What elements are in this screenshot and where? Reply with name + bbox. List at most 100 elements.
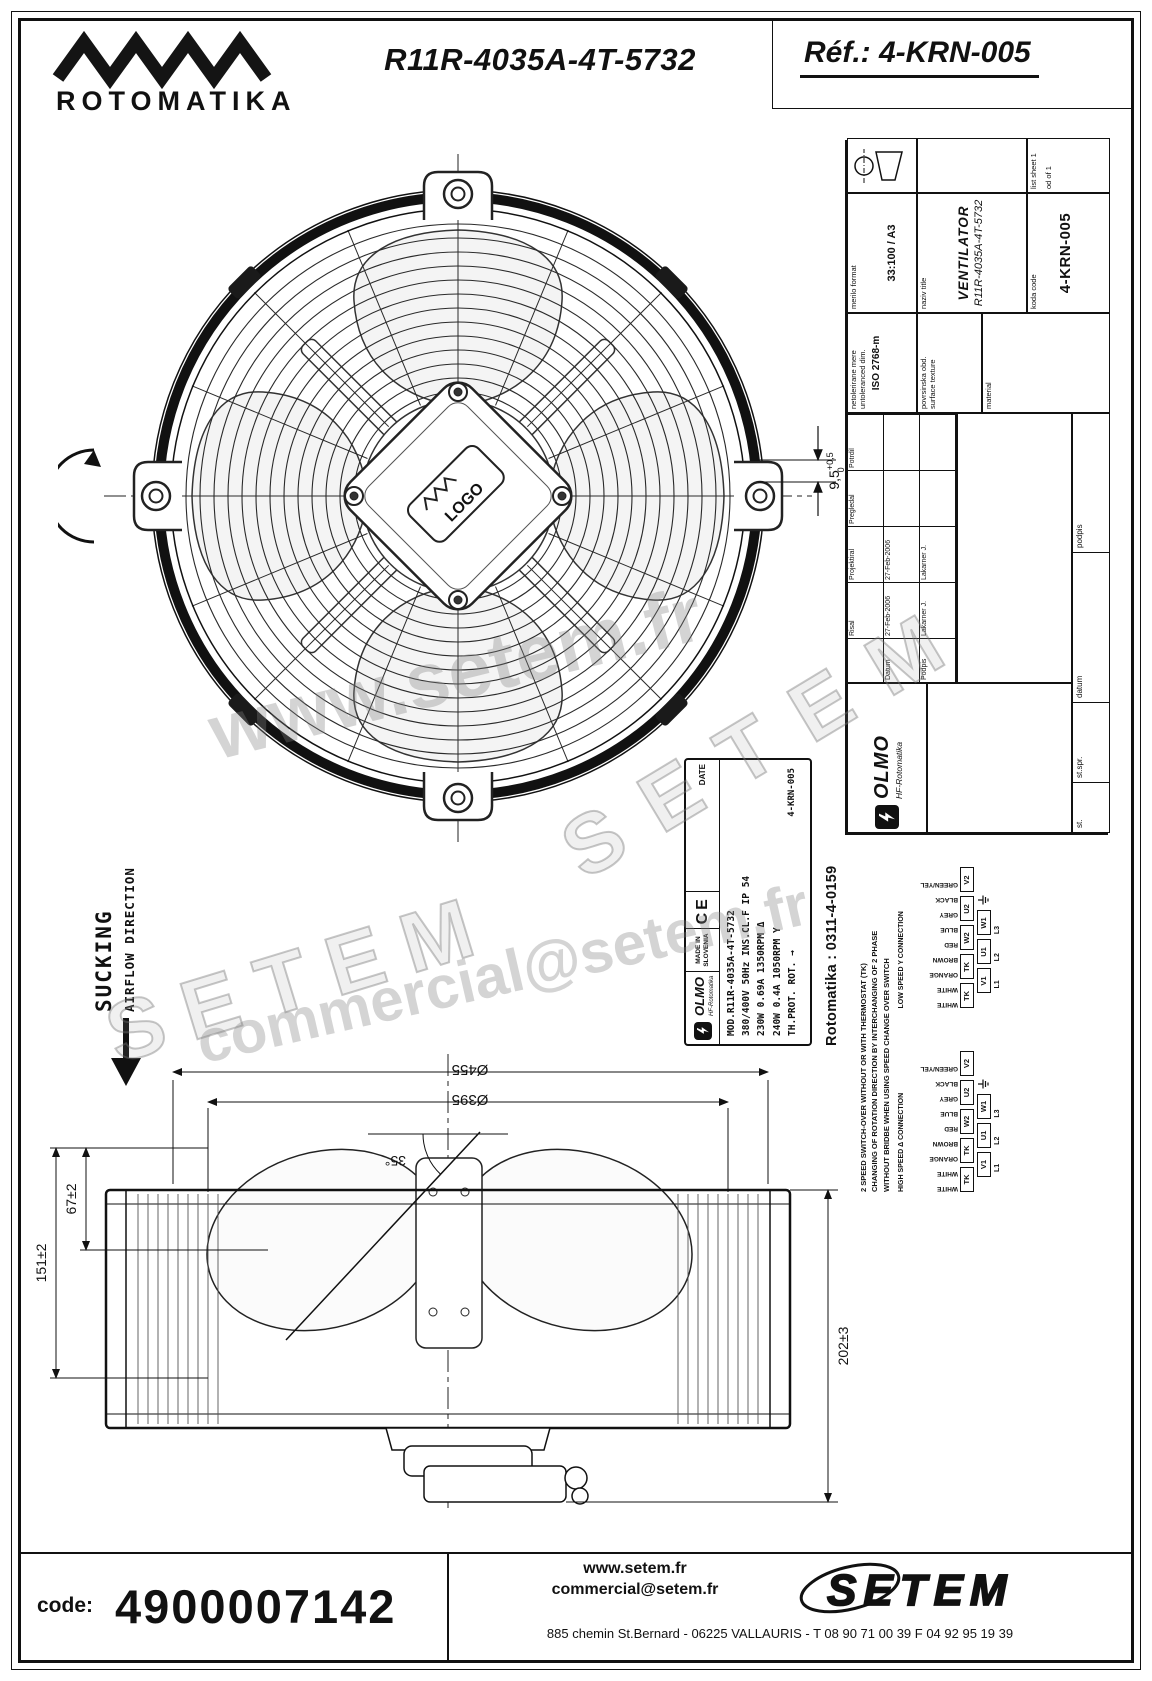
housing-ribs-left [137,1194,219,1424]
ref-cell-divider [772,21,773,109]
blade-silhouette [206,1148,693,1349]
table-cell: Risal [848,582,884,638]
dim-overall-height: 151±2 [33,1147,208,1379]
page-frame-inner [18,18,1134,1663]
projection-symbol-icon [854,149,903,183]
nameplate-model: MOD.R11R-4035A-4T-5732 [726,910,737,1036]
footer-email: commercial@setem.fr [551,1581,719,1598]
zigzag-mini-icon [423,477,457,511]
rotomatika-logo-icon: ROTOMATIKA [52,30,296,116]
nameplate-speed-low: 240W 0.4A 1050RPM Y [771,927,783,1036]
airflow-label: SUCKING AIRFLOW DIRECTION [92,867,137,1012]
material-cell: material [982,313,1110,413]
revision-cell: datum [1073,552,1109,702]
table-cell: Potrdil [848,414,884,470]
dim-overall-depth: 202±3 [566,1189,851,1503]
hub-cylinder [415,1157,483,1349]
made-in-label: MADE IN SLOVENIA [686,928,719,971]
title-block-blank-cell [927,683,1072,833]
surface-cell: povrsinska obd. surface texture [917,313,982,413]
mount-tab-bottom [422,772,494,822]
fan-side-view: Ø455 Ø395 [33,1054,851,1508]
drawing-number-title: R11R-4035A-4T-5732 [384,42,696,77]
mount-tab-top [422,170,494,220]
table-cell: Lakarner J. [920,582,956,638]
revision-cell: st.spr. [1073,702,1109,782]
wiring-section: 2 SPEED SWITCH-OVER WITHOUT OR WITH THER… [858,837,1048,1192]
dim-outer-diameter: Ø455 [172,1061,769,1184]
dim-bracket-offset: 9,5+0,50 [758,426,846,516]
mount-tab-right [734,460,784,532]
company-name: OLMO [870,735,893,799]
wire-color-labels: WHITE WHITE ORANGE BROWN RED BLUE GREY B… [920,1065,958,1192]
olmo-logo-icon [693,1022,712,1040]
company-sub: HF-Rotomatika [893,741,904,799]
supply-line-labels: L1 L2 L3 [993,925,1001,989]
terminal-row-bottom: V1 U1 W1 [976,837,991,994]
revision-strip: st. st.spr. datum podpis [1072,413,1110,833]
footer-contact: www.setem.fr commercial@setem.fr [470,1560,800,1599]
date-label: DATE [698,764,707,786]
airflow-arrow-icon [111,1018,141,1086]
page-frame-outer [11,11,1141,1670]
table-cell [920,414,956,470]
title-block-company: OLMO HF-Rotomatika [847,683,927,833]
code-value: 4900007142 [115,1579,397,1633]
projection-cell [847,138,917,193]
blade-angle-annotation: 35° [285,1131,508,1341]
header-logo: ROTOMATIKA [48,28,318,125]
svg-text:67±2: 67±2 [63,1183,79,1214]
table-cell: 27-Feb-2006 [884,526,920,582]
wiring-diagram-low-speed: LOW SPEED Y CONNECTION WHITE WHITE ORANG… [898,837,1001,1009]
terminal-row-bottom: V1 U1 W1 [976,1021,991,1177]
motor-assembly [385,1427,589,1505]
junction-box [423,1465,567,1503]
dim-bracket-offset-text: 9,5+0,50 [825,452,846,489]
footer-website: www.setem.fr [583,1560,687,1577]
ground-icon [977,1079,989,1089]
title-block-blank-cell [917,138,1027,193]
scale-cell: merilo format 33:100 / A3 [847,193,917,313]
svg-text:Ø395: Ø395 [452,1091,489,1108]
nameplate-code: 4-KRN-005 [786,768,797,817]
mount-tab-left [132,460,182,532]
wire-color-labels: WHITE WHITE ORANGE BROWN RED BLUE GREY B… [920,881,958,1009]
table-cell [884,414,920,470]
table-cell: Projektiral [848,526,884,582]
nameplate-brand: OLMO HF-Rotomatika [686,970,719,1044]
ground-icon [977,896,989,905]
nameplate-electrical: 380/400V 50Hz INS.CL.F IP 54 [741,875,753,1036]
cable-gland [571,1487,589,1505]
grille-radial-wires [170,208,746,784]
revision-cell: podpis [1073,413,1109,552]
setem-logo: SETEM [795,1556,1125,1627]
fan-front-view: LOGO 9,5+0,50 [58,154,846,844]
brand-text: ROTOMATIKA [56,86,296,116]
terminal-row-top: TK TK W2 U2 V2 [959,837,974,1009]
footer-divider [21,1552,1131,1554]
title-block-signatures: Risal Projektiral Pregledal Potrdil Datu… [847,413,957,683]
ce-mark: CE [686,891,719,929]
nameplate-specs: MOD.R11R-4035A-4T-5732 380/400V 50Hz INS… [720,760,804,1044]
title-block: OLMO HF-Rotomatika Risal Projektiral Pre… [845,138,1110,835]
table-cell: Lakarner J. [920,526,956,582]
reference-label: Réf.: 4-KRN-005 [800,36,1039,78]
sheet-cell: list sheet 1 od of 1 [1027,138,1110,193]
tolerance-cell: netolerirane mere untoleranced dim. ISO … [847,313,917,413]
table-cell: 27-Feb-2006 [884,582,920,638]
hub-logo-label: LOGO [406,444,505,543]
nameplate: OLMO HF-Rotomatika MADE IN SLOVENIA CE D… [684,758,860,1046]
footer-address: 885 chemin St.Bernard - 06225 VALLAURIS … [546,1626,1014,1641]
table-cell: Pregledal [848,470,884,526]
wiring-notes: 2 SPEED SWITCH-OVER WITHOUT OR WITH THER… [859,930,891,1192]
drawing-title-cell: naziv title VENTILATOR R11R-4035A-4T-573… [917,193,1027,313]
table-cell [920,470,956,526]
nameplate-speed-high: 230W 0.69A 1350RPM Δ [756,921,768,1036]
svg-text:Ø455: Ø455 [452,1061,489,1078]
wiring-diagram-high-speed: HIGH SPEED Δ CONNECTION WHITE WHITE ORAN… [898,1021,1001,1192]
rotomatika-reference: Rotomatika : 0311-4-0159 [824,865,840,1046]
svg-text:202±3: 202±3 [835,1326,851,1365]
cable-gland [564,1466,588,1490]
nameplate-protection: TH.PROT. ROT. → [786,950,798,1036]
housing-ribs-right [677,1194,759,1424]
